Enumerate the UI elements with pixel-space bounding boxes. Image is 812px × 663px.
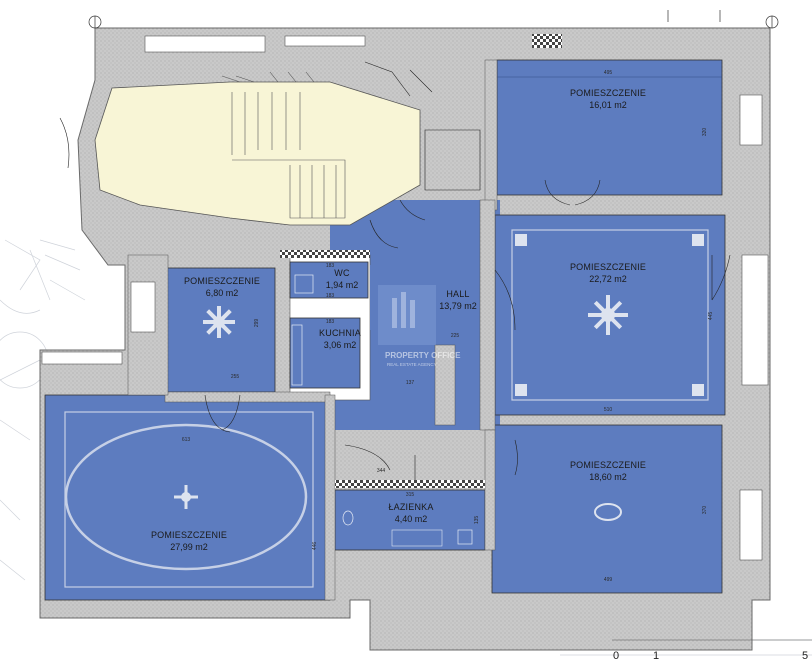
ceiling-rosettes [174,234,704,521]
room-top-right [496,59,723,196]
dim-bath-height: 135 [474,516,480,525]
interior-walls [127,59,498,601]
dim-hall-width: 137 [406,380,415,386]
scale-five: 5 [802,650,808,662]
room-bathroom-area: 4,40 m2 [395,514,428,524]
scale-one: 1 [653,650,659,662]
scale-zero: 0 [613,650,619,662]
watermark-logo: PROPERTY OFFICE REAL ESTATE AGENCY [378,285,461,367]
room-hall-name: HALL [446,289,469,299]
room-bottom-right-area: 18,60 m2 [589,472,627,482]
room-bathroom [334,489,486,551]
dim-sl-height: 299 [254,319,260,328]
room-mid-right-area: 22,72 m2 [589,274,627,284]
room-small-left-area: 6,80 m2 [206,288,239,298]
dim-wc-2: 183 [326,293,335,299]
dim-br-height: 370 [702,506,708,515]
room-wc [289,261,369,299]
room-wc-area: 1,94 m2 [326,280,359,290]
room-bottom-right-name: POMIESZCZENIE [570,460,646,470]
doors [59,61,731,480]
dim-kitchen: 183 [326,319,335,325]
checker-strip-top [532,34,562,48]
top-corner-marks [88,10,779,29]
room-kitchen-name: KUCHNIA [319,328,361,338]
dim-bath-1: 344 [377,468,386,474]
room-bottom-right [491,424,723,594]
room-small-left-name: POMIESZCZENIE [184,276,260,286]
dim-mr-height: 445 [708,312,714,321]
checker-strip-mid [280,250,370,258]
room-hall-area: 13,79 m2 [439,301,477,311]
dim-mr-width: 510 [604,407,613,413]
dim-tr-width: 495 [604,70,613,76]
dim-wc-1: 183 [326,263,335,269]
windows [41,35,769,561]
checker-strip-bottom [335,480,485,488]
scale-bar: 0 1 5 [612,639,812,662]
watermark-line1: PROPERTY OFFICE [385,351,461,360]
room-wc-name: WC [334,268,350,278]
bathroom-fixtures [291,274,473,545]
room-top-right-area: 16,01 m2 [589,100,627,110]
dim-hall-depth: 225 [451,333,460,339]
room-kitchen-area: 3,06 m2 [324,340,357,350]
dim-ll-width: 613 [182,437,191,443]
dim-sl-width: 255 [231,374,240,380]
stairs [221,71,346,219]
dim-tr-height: 320 [702,128,708,137]
watermark-line2: REAL ESTATE AGENCY [387,362,437,367]
room-large-left-area: 27,99 m2 [170,542,208,552]
room-bathroom-name: ŁAZIENKA [388,502,433,512]
dim-br-width: 499 [604,577,613,583]
room-top-right-name: POMIESZCZENIE [570,88,646,98]
dim-bath-2: 315 [406,492,415,498]
ceiling-ornament-oval [64,423,308,571]
dim-ll-height: 446 [312,542,318,551]
room-large-left-name: POMIESZCZENIE [151,530,227,540]
staircase-area [94,81,421,226]
dimension-labels: 495 320 445 510 370 499 255 299 613 446 … [182,70,714,583]
room-mid-right-name: POMIESZCZENIE [570,262,646,272]
